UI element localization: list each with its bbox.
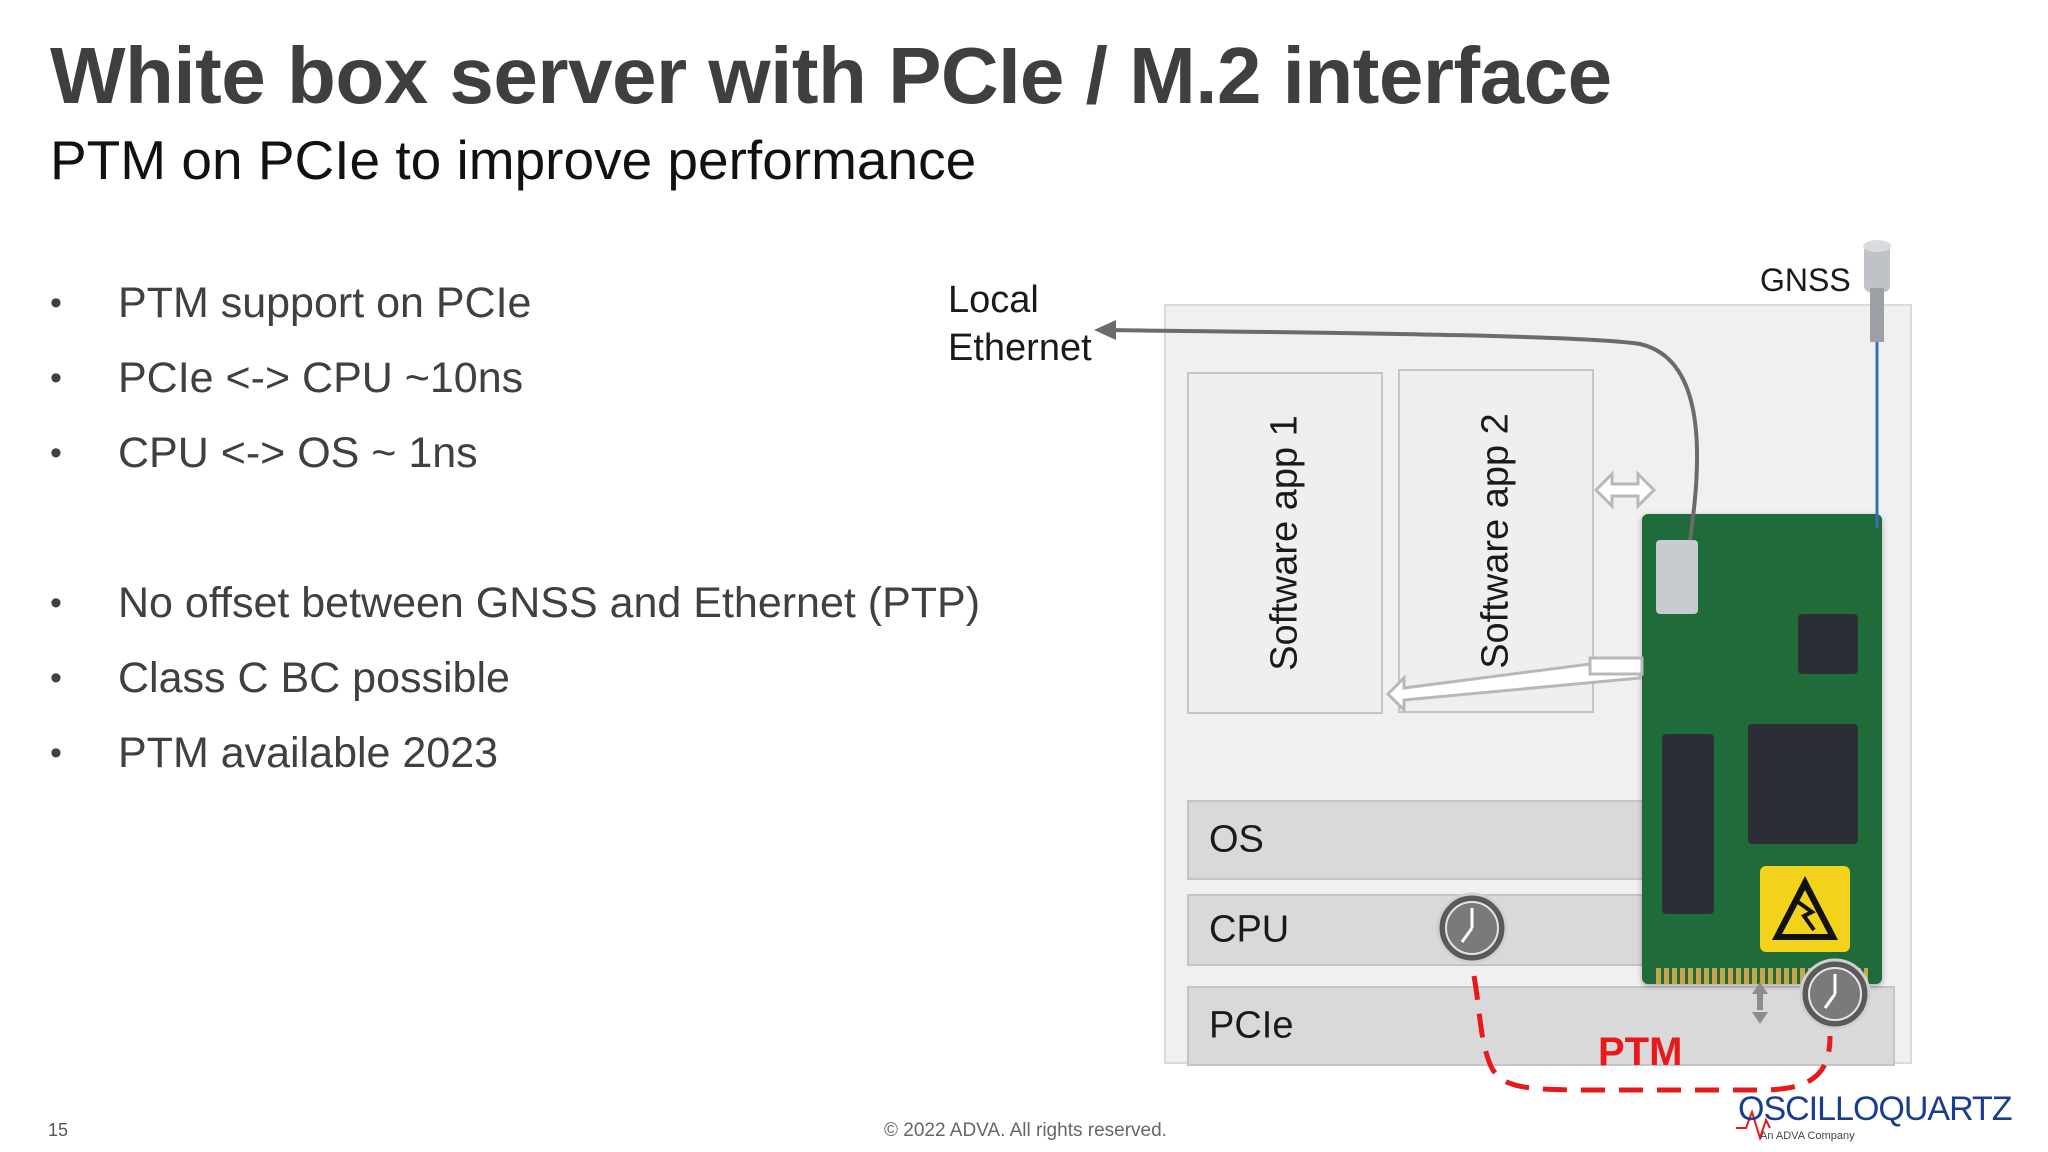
bullet-list: • PTM support on PCIe • PCIe <-> CPU ~10ns…: [48, 272, 980, 797]
cpu-label: CPU: [1209, 908, 1290, 951]
bullet-item: • PTM available 2023: [48, 722, 980, 797]
bullet-item: • Class C BC possible: [48, 647, 980, 722]
software-app-1-box: Software app 1: [1187, 372, 1383, 714]
pcie-layer: PCIe: [1187, 986, 1895, 1066]
local-ethernet-label: Local Ethernet: [948, 276, 1092, 372]
bullet-text: Class C BC possible: [118, 654, 510, 702]
card-edge-pins: [1656, 968, 1868, 984]
bullet-marker: •: [50, 434, 62, 472]
cpu-layer: CPU: [1187, 894, 1647, 966]
bullet-marker: •: [50, 584, 62, 622]
pcie-label: PCIe: [1209, 1004, 1294, 1047]
ptm-label: PTM: [1598, 1030, 1683, 1074]
usb-connector: [1656, 540, 1698, 614]
slide-title: White box server with PCIe / M.2 interfa…: [50, 31, 1612, 120]
bullet-item: • CPU <-> OS ~ 1ns: [48, 422, 980, 497]
local-ethernet-line1: Local: [948, 279, 1039, 321]
slide-subtitle: PTM on PCIe to improve performance: [50, 129, 977, 191]
esd-warning-icon: [1760, 866, 1850, 952]
os-layer: OS: [1187, 800, 1647, 880]
bullet-marker: •: [50, 359, 62, 397]
bullet-marker: •: [50, 659, 62, 697]
card-chip: [1748, 724, 1858, 844]
oscilloquartz-logo: OSCILLOQUARTZ An ADVA Company: [1738, 1090, 2013, 1142]
software-app-1-label: Software app 1: [1263, 415, 1306, 671]
logo-name: OSCILLOQUARTZ: [1738, 1090, 2013, 1128]
software-app-2-box: Software app 2: [1398, 369, 1594, 713]
gnss-label: GNSS: [1760, 262, 1851, 298]
bullet-marker: •: [50, 284, 62, 322]
bullet-text: PTM support on PCIe: [118, 279, 532, 327]
bullet-text: PTM available 2023: [118, 729, 499, 777]
bullet-text: No offset between GNSS and Ethernet (PTP…: [118, 579, 981, 627]
bullet-text: CPU <-> OS ~ 1ns: [118, 429, 478, 477]
bullet-marker: •: [50, 734, 62, 772]
software-app-2-label: Software app 2: [1474, 413, 1517, 669]
logo-tagline: An ADVA Company: [1760, 1130, 1855, 1142]
local-ethernet-line2: Ethernet: [948, 327, 1092, 369]
bullet-item: • PTM support on PCIe: [48, 272, 980, 347]
local-ethernet-arrowhead: [1094, 320, 1116, 340]
page-number: 15: [48, 1120, 69, 1140]
m2-timing-card: [1642, 514, 1882, 984]
os-label: OS: [1209, 818, 1264, 861]
card-chip: [1662, 734, 1714, 914]
bullet-item: • No offset between GNSS and Ethernet (PT…: [48, 572, 980, 647]
bullet-text: PCIe <-> CPU ~10ns: [118, 354, 524, 402]
card-chip: [1798, 614, 1858, 674]
copyright: © 2022 ADVA. All rights reserved.: [884, 1120, 1167, 1141]
bullet-item: • PCIe <-> CPU ~10ns: [48, 347, 980, 422]
